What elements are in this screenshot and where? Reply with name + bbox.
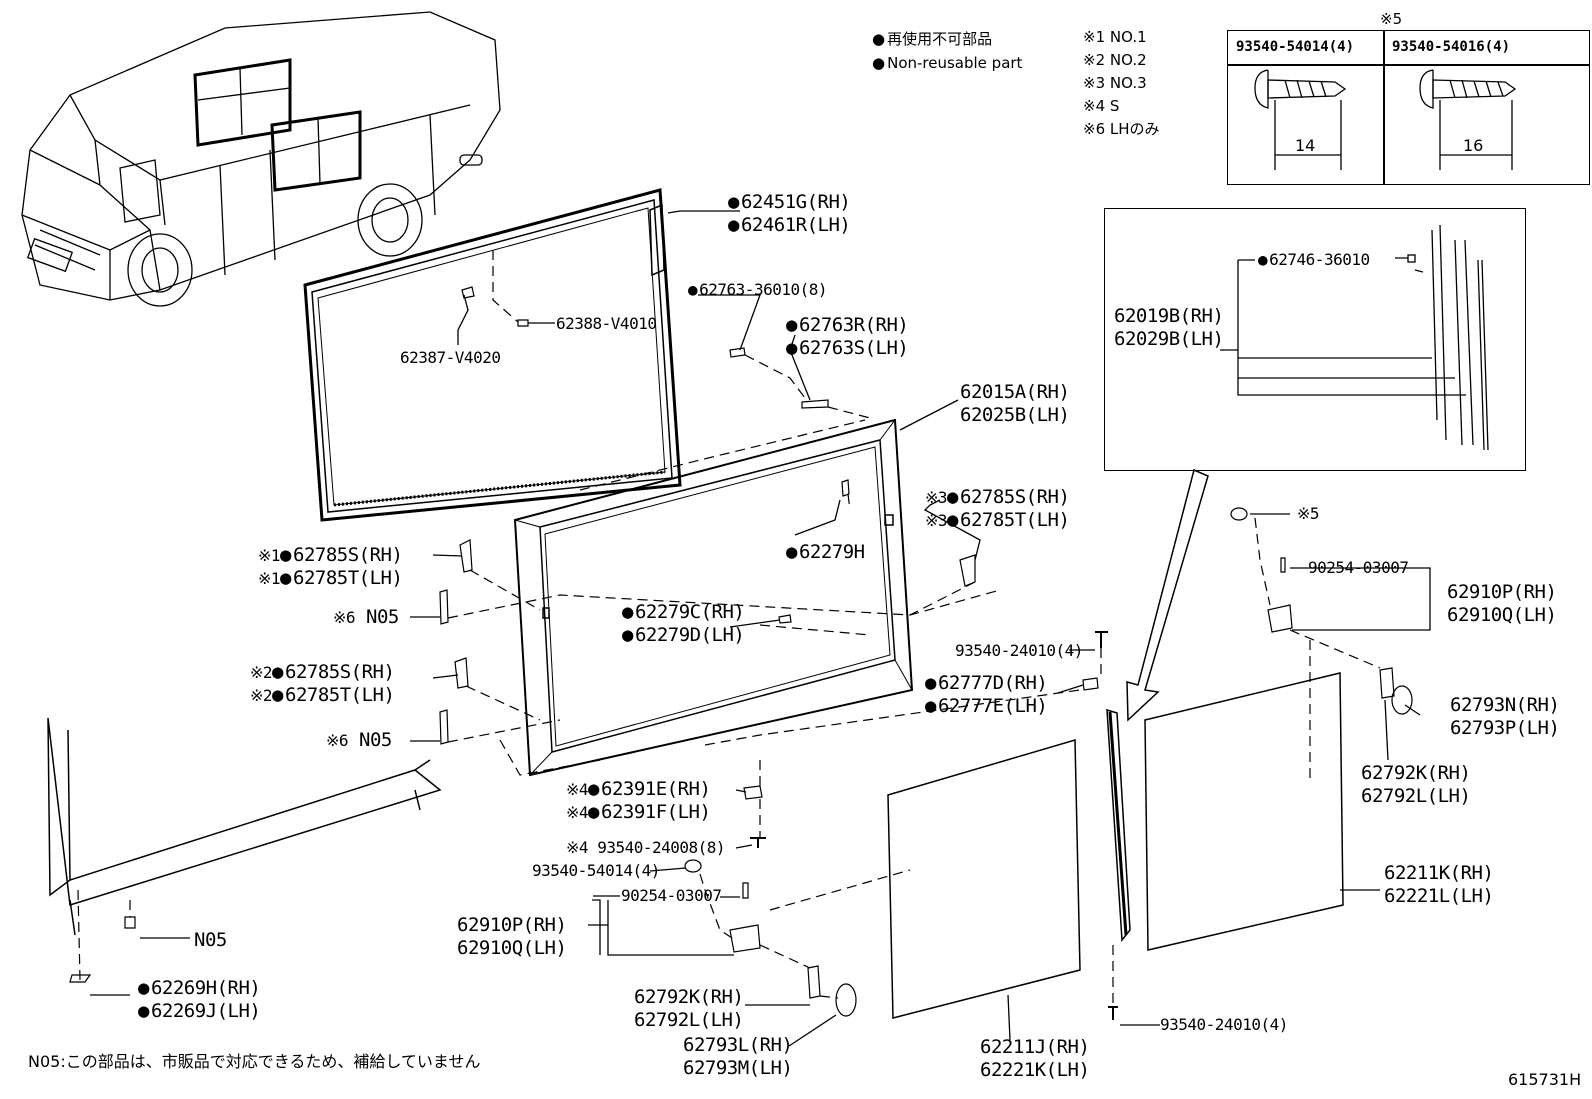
- part-62211K: 62211K(RH): [1384, 862, 1494, 884]
- note-mark-2: ※2 NO.2: [1083, 51, 1147, 69]
- part-93540-24008: ※4 93540-24008(8): [566, 838, 726, 857]
- part-62763R: 62763R(RH): [786, 314, 909, 336]
- part-62279D: 62279D(LH): [622, 624, 745, 646]
- part-62221K: 62221K(LH): [980, 1059, 1090, 1081]
- screw-mark-5: ※5: [1297, 504, 1320, 523]
- part-62785T-no1: ※162785T(LH): [258, 567, 403, 589]
- part-62785S-no2: ※262785S(RH): [250, 661, 395, 683]
- footnote: N05:この部品は、市販品で対応できるため、補給していません: [28, 1052, 481, 1071]
- part-62019B: 62019B(RH): [1114, 305, 1224, 327]
- part-62792L-upper: 62792L(LH): [1361, 785, 1471, 807]
- part-n05-middle: ※6 N05: [326, 729, 392, 751]
- vehicle-illustration: [21, 11, 501, 307]
- part-93540-54014: 93540-54014(4): [532, 861, 660, 880]
- part-62777E: 62777E(LH): [925, 695, 1048, 717]
- screw-drawings: [1254, 69, 1517, 170]
- leader-lines: [90, 210, 1466, 1047]
- part-62015A: 62015A(RH): [960, 381, 1070, 403]
- part-93540-24010-lower: 93540-24010(4): [1160, 1015, 1288, 1034]
- small-parts: [69, 286, 1413, 1020]
- part-62793M: 62793M(LH): [683, 1057, 793, 1079]
- legend-non-reusable-jp: 再使用不可部品: [872, 28, 992, 50]
- part-62388: 62388-V4010: [556, 314, 657, 333]
- part-62785T-no2: ※262785T(LH): [250, 684, 395, 706]
- detail-box: [1104, 208, 1526, 471]
- part-62279C: 62279C(RH): [622, 601, 745, 623]
- note-mark-6: ※6 LHのみ: [1083, 120, 1160, 138]
- window-frame: [513, 418, 914, 777]
- part-62269J: 62269J(LH): [138, 1000, 261, 1022]
- dashed-guides: [77, 250, 1381, 1005]
- part-90254-upper: 90254-03007: [1308, 558, 1409, 577]
- screw-length-2: 16: [1463, 136, 1484, 155]
- screw-table-part-2: 93540-54016(4): [1392, 39, 1511, 55]
- note-mark-3: ※3 NO.3: [1083, 74, 1147, 92]
- part-62785S-no3: ※362785S(RH): [925, 486, 1070, 508]
- drawing-code: 615731H: [1508, 1070, 1582, 1089]
- belt-molding: [47, 717, 442, 936]
- part-93540-24010-upper: 93540-24010(4): [955, 641, 1083, 660]
- glass-panels: [887, 672, 1344, 1019]
- part-62792K-lower: 62792K(RH): [634, 986, 744, 1008]
- pointer-arrow: [1126, 468, 1209, 722]
- part-62391E: ※462391E(RH): [566, 778, 711, 800]
- part-62391F: ※462391F(LH): [566, 801, 711, 823]
- screw-length-1: 14: [1295, 136, 1316, 155]
- part-62910Q-upper: 62910Q(LH): [1447, 604, 1557, 626]
- part-n05-lower: N05: [194, 929, 227, 951]
- screw-table: 93540-54014(4) 93540-54016(4) 14 16: [1227, 30, 1590, 185]
- note-mark-1: ※1 NO.1: [1083, 28, 1147, 46]
- screw-table-mark: ※5: [1380, 10, 1403, 28]
- part-62910P-upper: 62910P(RH): [1447, 581, 1557, 603]
- part-62029B: 62029B(LH): [1114, 328, 1224, 350]
- part-62777D: 62777D(RH): [925, 672, 1048, 694]
- part-62269H: 62269H(RH): [138, 977, 261, 999]
- part-62387: 62387-V4020: [400, 348, 501, 367]
- part-62792K-upper: 62792K(RH): [1361, 762, 1471, 784]
- screw-table-part-1: 93540-54014(4): [1236, 39, 1355, 55]
- part-62746: 62746-36010: [1258, 250, 1370, 270]
- part-62793L: 62793L(RH): [683, 1034, 793, 1056]
- part-62211J: 62211J(RH): [980, 1036, 1090, 1058]
- part-62461R: 62461R(LH): [728, 214, 851, 236]
- part-62025B: 62025B(LH): [960, 404, 1070, 426]
- part-n05-upper: ※6 N05: [333, 606, 399, 628]
- part-62792L-lower: 62792L(LH): [634, 1009, 744, 1031]
- part-62785T-no3: ※362785T(LH): [925, 509, 1070, 531]
- part-62221L: 62221L(LH): [1384, 885, 1494, 907]
- part-62793P: 62793P(LH): [1450, 717, 1560, 739]
- legend-non-reusable-en: Non-reusable part: [872, 52, 1022, 74]
- part-62763-36010: 62763-36010(8): [688, 280, 827, 300]
- part-62451G: 62451G(RH): [728, 191, 851, 213]
- part-62279H: 62279H: [786, 541, 865, 563]
- part-90254-lower: 90254-03007: [621, 886, 722, 905]
- part-62793N: 62793N(RH): [1450, 694, 1560, 716]
- part-62785S-no1: ※162785S(RH): [258, 544, 403, 566]
- part-62910Q-lower: 62910Q(LH): [457, 937, 567, 959]
- part-62763S: 62763S(LH): [786, 337, 909, 359]
- note-mark-4: ※4 S: [1083, 97, 1120, 115]
- part-62910P-lower: 62910P(RH): [457, 914, 567, 936]
